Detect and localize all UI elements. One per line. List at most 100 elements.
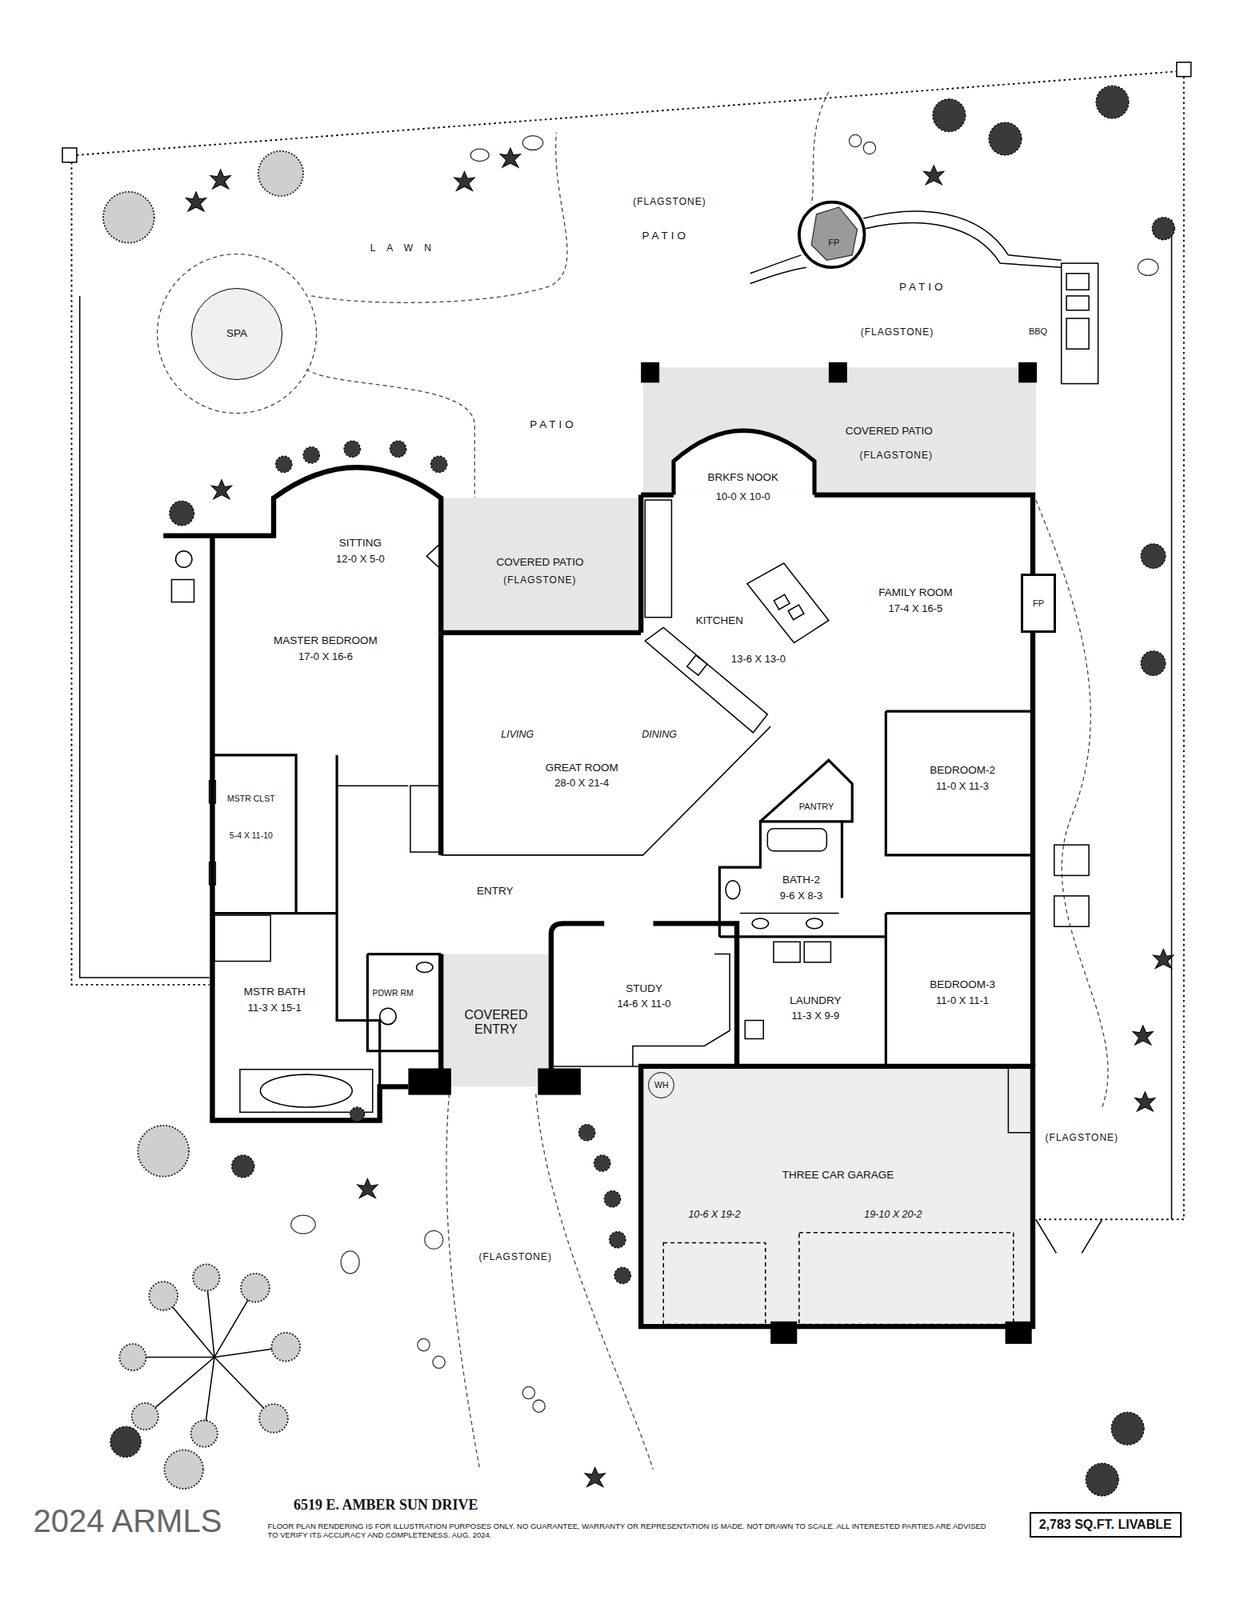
room-label: KITCHEN xyxy=(696,614,744,628)
room-label: 10-0 X 10-0 xyxy=(716,491,771,504)
room: COVERED ENTRY xyxy=(444,990,548,1057)
plant-symbol xyxy=(454,171,476,191)
room-label: SITTING xyxy=(339,536,382,550)
room-label: (FLAGSTONE) xyxy=(503,575,576,587)
sink xyxy=(752,918,768,929)
gate-symbol xyxy=(1036,1219,1103,1253)
room: MASTER BEDROOM17-0 X 16-6 xyxy=(216,576,436,751)
garage-wall xyxy=(640,1066,1033,1327)
plant-symbol xyxy=(500,148,521,168)
room: COVERED PATIO(FLAGSTONE) xyxy=(444,502,637,629)
boulder xyxy=(522,136,544,151)
room: COVERED PATIO(FLAGSTONE) xyxy=(847,408,1032,490)
area-box: 2,783 SQ.FT. LIVABLE xyxy=(1029,1512,1182,1538)
room-label: 2,783 SQ.FT. LIVABLE xyxy=(1039,1517,1172,1532)
room-label: MSTR BATH xyxy=(244,985,306,999)
bathtub xyxy=(767,828,827,852)
fence-line xyxy=(1171,219,1173,1220)
shrub-symbol xyxy=(1152,217,1175,240)
seat-wall xyxy=(863,211,1061,268)
lawn-boundary xyxy=(157,254,317,414)
covered-entry-floor xyxy=(440,954,552,1088)
room-label: 11-0 X 11-1 xyxy=(936,995,989,1008)
room-label: 11-3 X 15-1 xyxy=(248,1002,302,1015)
shrub-symbol xyxy=(389,440,406,457)
bbq-unit xyxy=(1066,273,1089,290)
covered-patio-floor xyxy=(440,497,641,632)
shrub-symbol xyxy=(169,500,195,526)
ac-pad xyxy=(1054,896,1089,927)
corner-post xyxy=(1176,62,1192,77)
room-label: MSTR CLST xyxy=(227,793,276,804)
boulder xyxy=(424,1230,444,1249)
column xyxy=(770,1321,797,1344)
heater-circle: WH xyxy=(648,1072,675,1099)
room: PANTRY xyxy=(794,796,840,817)
plant-symbol xyxy=(211,479,232,499)
shrub-symbol xyxy=(1085,1463,1119,1496)
walkway-edge xyxy=(446,1093,480,1469)
garage-door xyxy=(799,1232,1014,1325)
column xyxy=(828,362,848,384)
room: FAMILY ROOM17-4 X 16-5 xyxy=(836,510,1026,704)
room-label: 17-4 X 16-5 xyxy=(888,603,943,616)
hearth-box: FP xyxy=(1020,573,1057,633)
disclaimer: FLOOR PLAN RENDERING IS FOR ILLUSTRATION… xyxy=(268,1522,988,1540)
room-label: SPA xyxy=(226,327,248,340)
boulder xyxy=(340,1251,360,1274)
shrub-symbol xyxy=(258,151,304,196)
boulder xyxy=(532,1400,545,1412)
window xyxy=(209,780,216,804)
room-label: LAUNDRY xyxy=(789,994,841,1008)
tree-foliage xyxy=(259,1404,288,1433)
room: KITCHEN13-6 X 13-0 xyxy=(676,602,799,674)
room-label: 10-6 X 19-2 xyxy=(688,1208,740,1220)
tree-foliage xyxy=(240,1273,270,1303)
room-label: COVERED ENTRY xyxy=(460,1008,532,1038)
room: LIVINGDININGGREAT ROOM28-0 X 21-4 xyxy=(448,714,704,796)
interior-wall xyxy=(367,954,441,1052)
area-label: (FLAGSTONE) xyxy=(479,1252,552,1264)
room: MSTR BATH 11-3 X 15-1 xyxy=(219,969,332,1032)
boulder xyxy=(522,1386,535,1399)
shrub-symbol xyxy=(164,1450,204,1489)
washer xyxy=(773,941,800,963)
shrub-symbol xyxy=(594,1155,611,1172)
interior-wall xyxy=(212,755,337,914)
room-label: GREAT ROOM xyxy=(545,761,619,775)
hearth-area: FP xyxy=(813,219,855,258)
shrub-symbol xyxy=(303,447,320,464)
room-label: PDWR RM xyxy=(372,988,414,998)
room: BRKFS NOOK 10-0 X 10-0 xyxy=(678,464,812,510)
window xyxy=(209,862,216,885)
exterior-wall xyxy=(163,467,441,633)
tree-foliage xyxy=(192,1264,220,1291)
area-label: PATIO xyxy=(529,418,577,432)
title: 6519 E. AMBER SUN DRIVE xyxy=(293,1496,479,1514)
patio-boundary xyxy=(306,369,476,499)
tree-foliage xyxy=(148,1281,178,1311)
covered-patio-floor xyxy=(643,367,1036,495)
interior-wall xyxy=(336,755,380,1088)
sink xyxy=(773,594,790,610)
desk xyxy=(632,954,730,1067)
tree-foliage xyxy=(271,1332,300,1362)
watermark: 2024 ARMLS xyxy=(33,1502,223,1540)
boulder xyxy=(432,1356,445,1368)
room-edge xyxy=(440,726,771,856)
sink xyxy=(788,604,804,620)
boulder xyxy=(417,1338,430,1351)
garage-door xyxy=(663,1243,766,1325)
sink xyxy=(806,918,823,929)
bay-window-wall xyxy=(673,430,815,495)
room-label: 19-10 X 20-2 xyxy=(864,1208,922,1220)
room-label: BRKFS NOOK xyxy=(708,471,780,484)
boulder xyxy=(863,141,876,154)
bathtub xyxy=(260,1074,352,1108)
plant-symbol xyxy=(1153,948,1175,968)
tree-foliage xyxy=(119,1344,146,1371)
walkway-edge xyxy=(536,1093,654,1469)
fire-pit-ring xyxy=(799,202,865,268)
kitchen-island xyxy=(747,563,829,643)
